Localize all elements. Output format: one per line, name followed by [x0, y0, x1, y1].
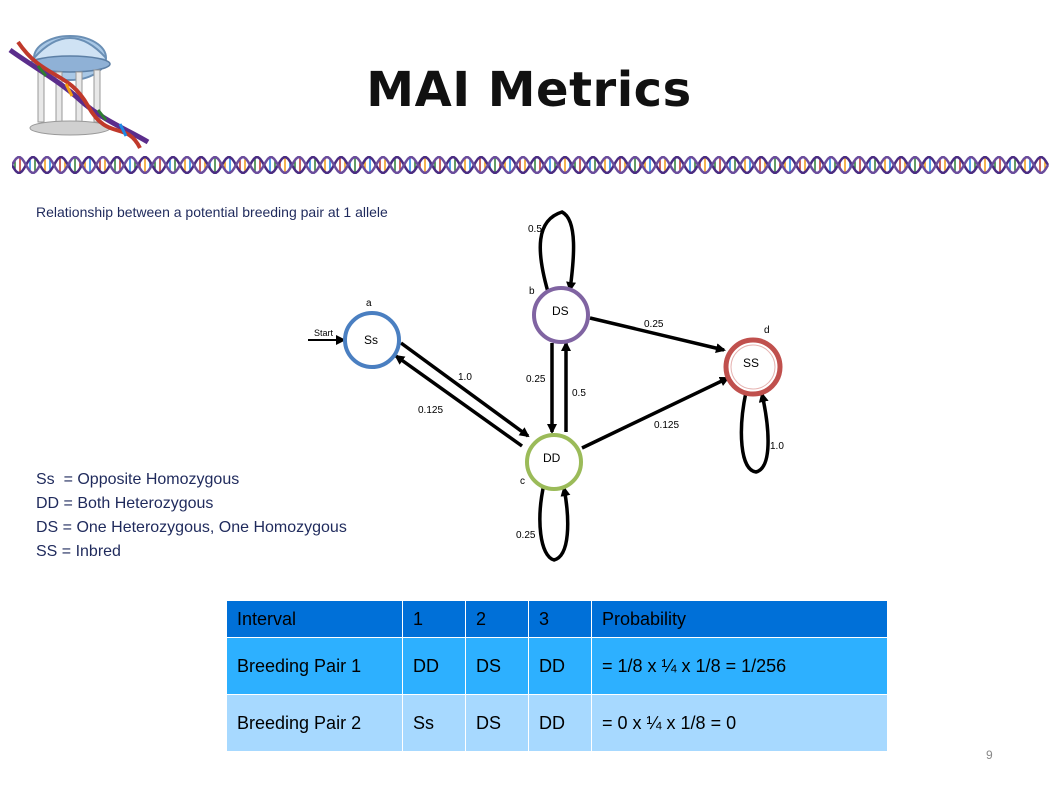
table-header-cell: 2	[465, 600, 529, 638]
node-letter-c: c	[520, 476, 525, 487]
edge-ds-ds	[538, 210, 577, 293]
edge-dd-ss	[394, 354, 524, 448]
legend-item: DD = Both Heterozygous	[36, 495, 214, 512]
edge-label-ds-ss: 0.25	[644, 319, 664, 330]
node-dd: DD c	[520, 433, 583, 491]
table-cell: DD	[528, 694, 592, 752]
dna-divider	[10, 153, 1052, 182]
table-header-cell: 1	[402, 600, 466, 638]
edge-label-ds-dd: 0.25	[526, 374, 546, 385]
table-header-cell: Probability	[591, 600, 888, 638]
edge-label-ss-ss: 1.0	[770, 441, 784, 452]
edge-ds-ss	[589, 316, 726, 354]
node-ds: DS b	[529, 286, 590, 344]
table-cell: DD	[402, 637, 466, 695]
edge-ss-dd	[399, 341, 530, 438]
table-cell: DD	[528, 637, 592, 695]
edge-label-dd-ss: 0.125	[654, 420, 679, 431]
edge-dd-ss	[581, 376, 730, 450]
edge-label-dd-dd: 0.25	[516, 530, 536, 541]
table-header-row: Interval 1 2 3 Probability	[226, 600, 888, 638]
node-letter-b: b	[529, 286, 535, 297]
edge-label-ds-ds: 0.5	[528, 224, 542, 235]
table-header-cell: Interval	[226, 600, 403, 638]
logo	[8, 10, 158, 165]
table-cell: DS	[465, 637, 529, 695]
interval-table: Interval 1 2 3 Probability Breeding Pair…	[226, 600, 888, 752]
table-row: Breeding Pair 2 Ss DS DD = 0 x ¼ x 1/8 =…	[226, 694, 888, 752]
edge-label-dd-ss: 0.125	[418, 405, 443, 416]
legend-item: SS = Inbred	[36, 543, 121, 560]
svg-text:SS: SS	[743, 356, 759, 370]
state-diagram: Start 1.0 0.125 0.5 0.25 0.25 0.5 0.125 …	[300, 200, 800, 570]
legend-item: DS = One Heterozygous, One Homozygous	[36, 519, 347, 536]
svg-text:Ss: Ss	[364, 333, 378, 347]
svg-text:DD: DD	[543, 451, 561, 465]
table-cell: Breeding Pair 1	[226, 637, 403, 695]
node-letter-d: d	[764, 325, 770, 336]
legend: Ss = Opposite Homozygous DD = Both Heter…	[36, 468, 347, 564]
node-letter-a: a	[366, 298, 372, 309]
table-cell: = 1/8 x ¼ x 1/8 = 1/256	[591, 637, 888, 695]
page-number: 9	[986, 748, 993, 762]
svg-text:DS: DS	[552, 304, 569, 318]
table-cell: Ss	[402, 694, 466, 752]
diagram-subtitle: Relationship between a potential breedin…	[36, 204, 388, 220]
table-row: Breeding Pair 1 DD DS DD = 1/8 x ¼ x 1/8…	[226, 637, 888, 695]
edge-dd-dd	[538, 483, 571, 562]
legend-item: Ss = Opposite Homozygous	[36, 471, 240, 488]
table-cell: = 0 x ¼ x 1/8 = 0	[591, 694, 888, 752]
edge-ss-ss	[739, 391, 770, 474]
node-ss-inbred: SS d	[723, 325, 783, 397]
edge-label-dd-ds: 0.5	[572, 388, 586, 399]
table-cell: DS	[465, 694, 529, 752]
table-cell: Breeding Pair 2	[226, 694, 403, 752]
node-ss-opposite: Ss a	[343, 298, 401, 369]
start-label: Start	[314, 328, 334, 338]
table-header-cell: 3	[528, 600, 592, 638]
slide-title: MAI Metrics	[366, 62, 692, 118]
edge-label-ss-dd: 1.0	[458, 372, 472, 383]
